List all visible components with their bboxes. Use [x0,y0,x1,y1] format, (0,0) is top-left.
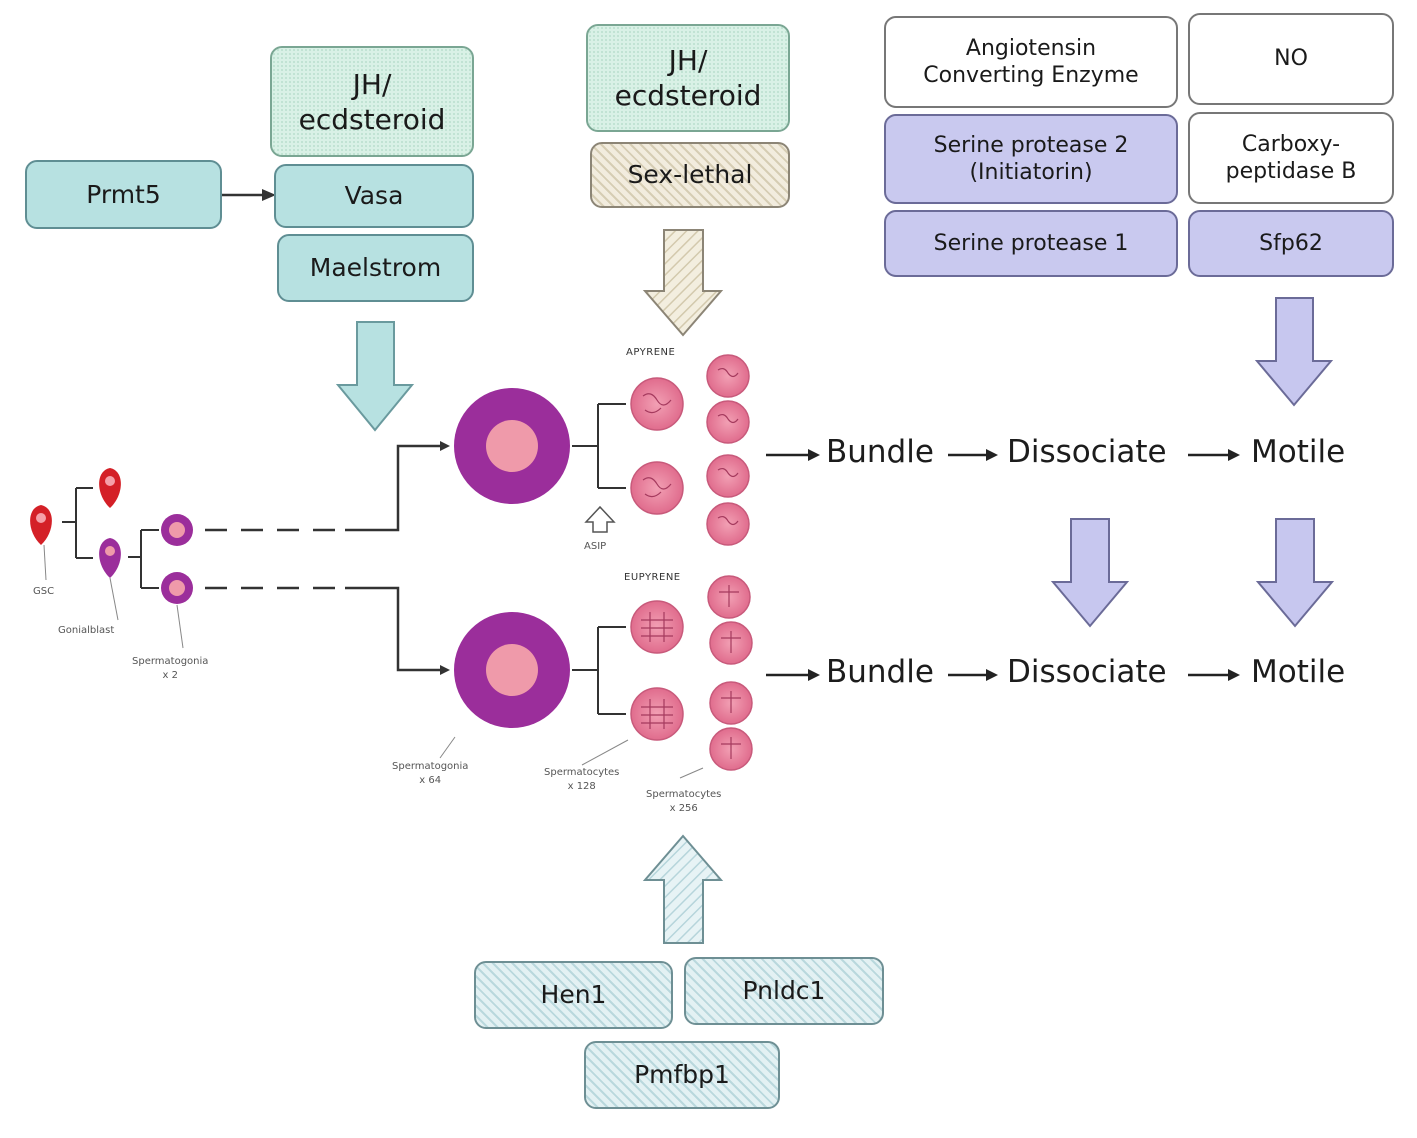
spermatogonia-64-label: Spermatogonia x 64 [392,761,469,786]
apyrene-label: APYRENE [626,347,676,358]
spermatocytes-128-label: Spermatocytes x 128 [544,767,620,792]
maelstrom-box: Maelstrom [277,234,474,302]
blue-up-arrow [642,834,724,944]
lavender-down-arrow-dissociate [1050,518,1130,628]
gonialblast-cell [99,538,121,578]
gsc-label: GSC [33,586,55,597]
no-box: NO [1188,13,1394,105]
apyrene-motile-label: Motile [1251,434,1346,470]
gsc-lineage [30,468,193,649]
apyrene-bundle-label: Bundle [826,434,934,470]
apyrene-dissociate-label: Dissociate [1007,434,1167,470]
branch-brackets [572,403,626,715]
sex-lethal-box: Sex-lethal [590,142,790,208]
spermatocyte-cells [630,354,753,771]
ace-box: Angiotensin Converting Enzyme [884,16,1178,108]
gsc-daughter-cell [99,468,121,508]
asip-label: ASIP [584,541,607,552]
lavender-down-arrow-motile [1255,518,1335,628]
spermatocytes-256-label: Spermatocytes x 256 [646,789,722,814]
prmt5-to-vasa-arrow [222,189,276,201]
spermatogonia-2-label: Spermatogonia x 2 [132,656,209,681]
prmt5-box: Prmt5 [25,160,222,229]
asip-arrow [584,505,616,533]
flow-arrows-eupyrene [766,669,1240,681]
hen1-box: Hen1 [474,961,673,1029]
carboxypeptidase-box: Carboxy- peptidase B [1188,112,1394,204]
eupyrene-motile-label: Motile [1251,654,1346,690]
left-hormone-box: JH/ ecdsteroid [270,46,474,157]
lavender-down-arrow-top [1254,297,1334,407]
eupyrene-label: EUPYRENE [624,572,681,583]
flow-arrows-apyrene [766,449,1240,461]
gsc-cell [30,505,52,545]
vasa-box: Vasa [274,164,474,228]
sfp62-box: Sfp62 [1188,210,1394,277]
pnldc1-box: Pnldc1 [684,957,884,1025]
center-hormone-box: JH/ ecdsteroid [586,24,790,132]
teal-down-arrow [335,321,415,432]
eupyrene-bundle-label: Bundle [826,654,934,690]
gonialblast-label: Gonialblast [58,625,115,636]
dashed-connectors [205,441,450,675]
tan-down-arrow [642,229,724,337]
serine-protease-1-box: Serine protease 1 [884,210,1178,277]
eupyrene-dissociate-label: Dissociate [1007,654,1167,690]
pmfbp1-box: Pmfbp1 [584,1041,780,1109]
chromatin-marks [641,367,741,759]
serine-protease-2-box: Serine protease 2 (Initiatorin) [884,114,1178,204]
